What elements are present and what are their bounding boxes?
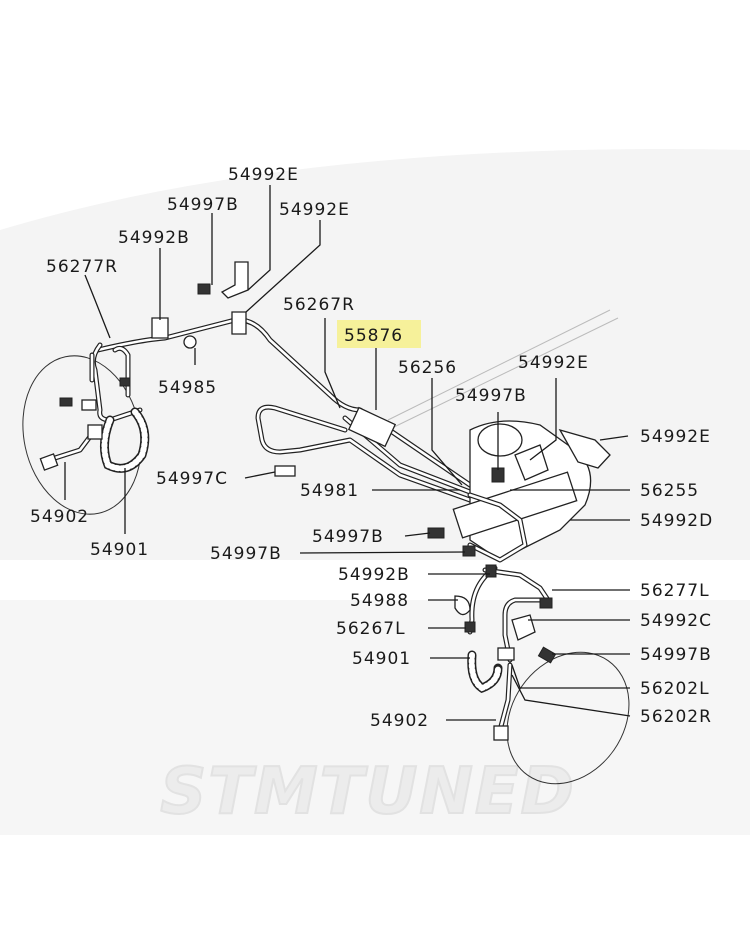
right-rotor-outline [506,651,630,785]
label-56267L: 56267L [336,619,406,639]
label-54992E-far-right: 54992E [640,427,711,447]
label-55876: 55876 [344,326,403,346]
label-54997B-lower2: 54997B [210,544,282,564]
left-front-assembly [39,342,150,473]
label-56267R: 56267R [283,295,355,315]
label-56255: 56255 [640,481,699,501]
label-54901-right: 54901 [352,649,411,669]
label-54902-left: 54902 [30,507,89,527]
watermark-text: STMTUNED [160,755,575,829]
top-brackets [151,261,296,477]
label-54901-left: 54901 [90,540,149,560]
label-54997C: 54997C [156,469,228,489]
label-54992B-top: 54992B [118,228,190,248]
label-54997B-mid: 54997B [455,386,527,406]
watermark: STMTUNED [0,149,750,835]
right-rear-assembly [454,564,557,741]
label-54997B-top: 54997B [167,195,239,215]
part-labels: 54992E 54997B 54992E 54992B 56277R 56267… [30,165,713,731]
highlight-55876 [337,320,421,348]
label-54997B-right: 54997B [640,645,712,665]
label-56202R: 56202R [640,707,712,727]
label-54992E-right: 54992E [518,353,589,373]
label-56277L: 56277L [640,581,710,601]
label-54988: 54988 [350,591,409,611]
label-54992E-top: 54992E [228,165,299,185]
label-54997B-lower: 54997B [312,527,384,547]
label-54985: 54985 [158,378,217,398]
label-54992D: 54992D [640,511,713,531]
label-56202L: 56202L [640,679,710,699]
brake-tube-loop [255,404,473,503]
leader-lines [64,185,631,721]
label-56256: 56256 [398,358,457,378]
label-54992C: 54992C [640,611,712,631]
brake-tube-56267R [95,317,473,488]
label-54992B-lower: 54992B [338,565,410,585]
frame-member [387,309,619,429]
label-54981: 54981 [300,481,359,501]
label-54902-right: 54902 [370,711,429,731]
label-54992E-second: 54992E [279,200,350,220]
label-56277R: 56277R [46,257,118,277]
